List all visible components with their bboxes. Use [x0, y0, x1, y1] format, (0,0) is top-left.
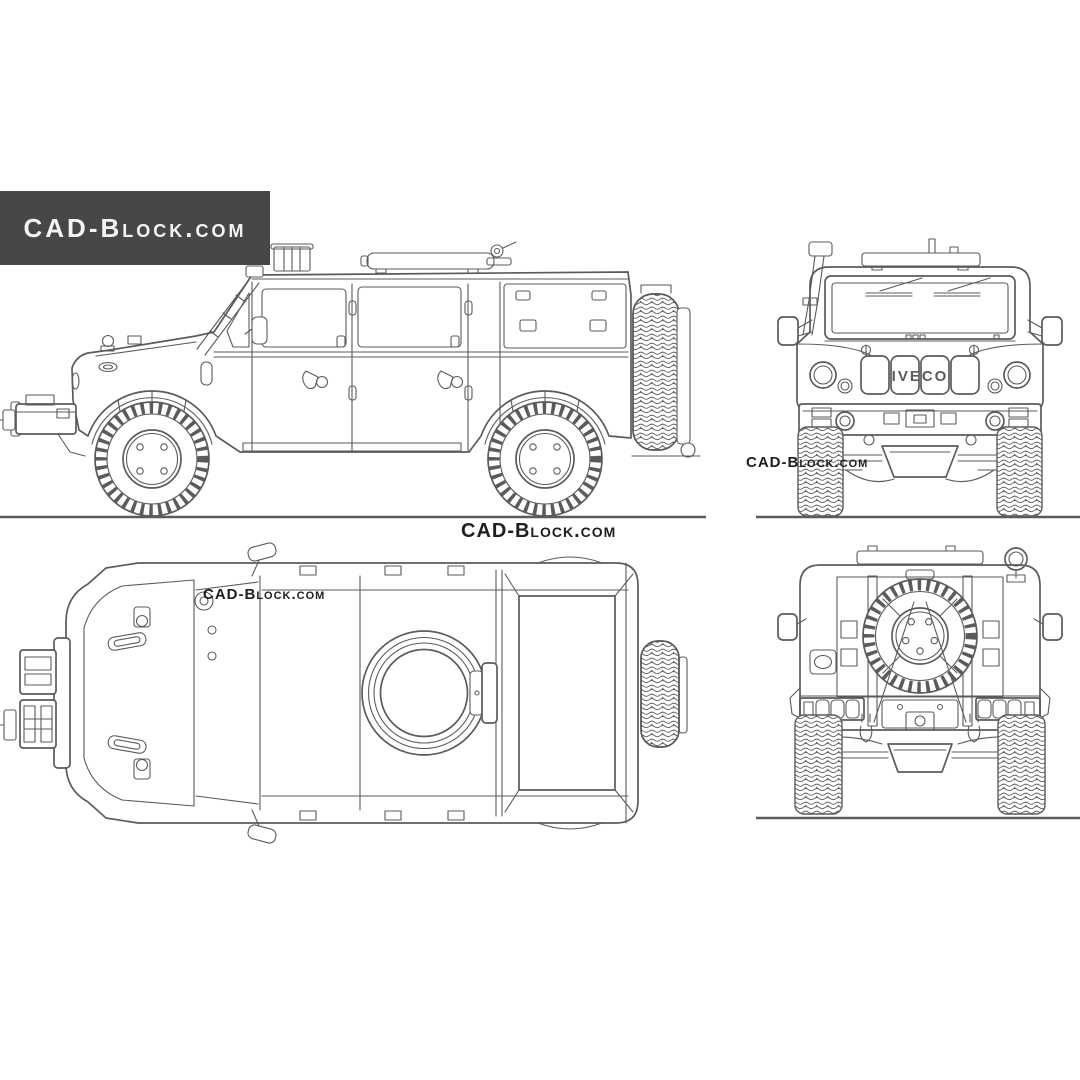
watermark-front: CAD-Block.com — [746, 454, 869, 471]
front-right-tire — [996, 426, 1043, 517]
side-body-outline — [71, 271, 632, 453]
top-view — [0, 542, 688, 844]
front-bumper — [798, 403, 1042, 436]
rear-right-tire — [997, 714, 1046, 815]
spare-tire-top — [640, 640, 688, 748]
front-door-window — [261, 288, 347, 348]
rear-wheel — [487, 401, 603, 517]
brand-banner-text: CAD-Block.com — [23, 212, 247, 243]
rear-body-outline — [799, 564, 1041, 737]
watermark-top: CAD-Block.com — [203, 586, 326, 603]
hood-vent — [107, 632, 147, 651]
spare-tire-rear — [862, 569, 978, 727]
skid-plate-front — [881, 445, 959, 478]
headlight-side — [71, 372, 80, 390]
front-bumper-side — [0, 394, 86, 457]
hood-badge — [98, 361, 118, 373]
grille-badge-text: IVECO — [892, 368, 949, 385]
wipers — [865, 277, 991, 297]
skid-plate-rear — [887, 743, 953, 773]
grille: IVECO — [860, 355, 980, 395]
rear-left-tire — [794, 714, 843, 815]
brand-banner: CAD-Block.com — [0, 191, 270, 265]
watermark-side: CAD-Block.com — [461, 520, 617, 542]
snorkel-side — [196, 265, 264, 356]
snorkel-front — [802, 241, 833, 336]
rear-door-window — [357, 286, 462, 348]
front-view: IVECO — [756, 238, 1080, 519]
top-mirror-right — [247, 824, 277, 844]
right-mirror — [1041, 316, 1063, 346]
top-mirror-left — [247, 542, 277, 562]
front-left-tire — [797, 426, 844, 517]
headlights — [809, 361, 1031, 394]
snorkel-top — [1004, 547, 1028, 571]
front-body-outline — [796, 266, 1044, 411]
spare-tire-side — [631, 284, 701, 458]
cargo-panel — [503, 283, 627, 349]
roof-antenna-base — [490, 244, 504, 258]
front-wheel — [94, 401, 210, 517]
roof-equipment — [270, 241, 517, 274]
rear-left-mirror — [777, 613, 798, 641]
rear-view — [756, 545, 1080, 820]
side-view — [0, 241, 706, 519]
side-mirror — [251, 316, 268, 345]
windshield — [824, 275, 1016, 340]
front-bumper-top — [0, 637, 71, 769]
cargo-roof — [518, 595, 616, 791]
hood-vent — [107, 735, 147, 754]
left-mirror — [777, 316, 799, 346]
gun-hatch-ring — [361, 630, 498, 756]
top-body-outline — [65, 562, 639, 824]
door-handle — [302, 370, 464, 390]
rear-right-mirror — [1042, 613, 1063, 641]
